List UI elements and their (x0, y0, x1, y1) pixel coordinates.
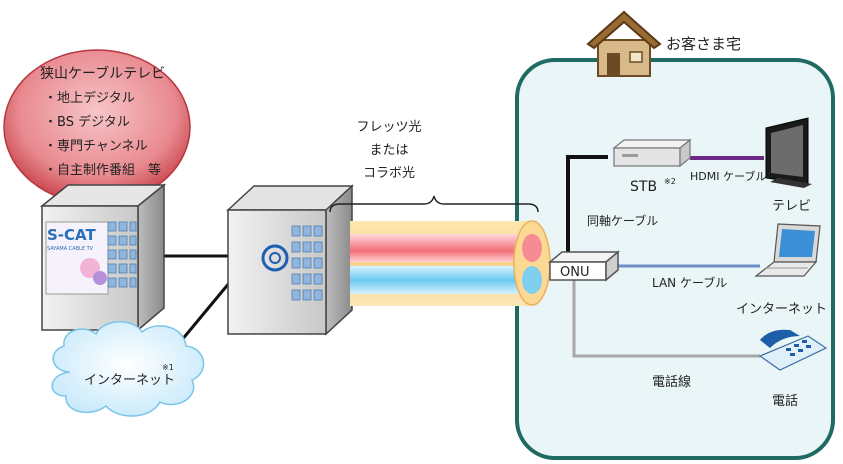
lan-label: LAN ケーブル (652, 275, 727, 290)
laptop-icon (754, 223, 821, 277)
fiber-tube (350, 220, 551, 306)
provider-item: ・専門チャンネル (44, 139, 148, 154)
provider-title: 狭山ケーブルテレビ (40, 65, 165, 82)
phone-icon (758, 329, 828, 371)
link-hub-internet (174, 281, 232, 348)
provider-item: ・自主制作番組 等 (44, 162, 161, 178)
provider-item: ・地上デジタル (44, 90, 135, 106)
house-icon (586, 10, 662, 77)
scat-logo-sub: SAYAMA CABLE TV (47, 246, 94, 252)
fiber-label-1: フレッツ光 (356, 120, 421, 135)
onu-icon (547, 250, 621, 282)
provider-item: ・BS デジタル (44, 114, 130, 130)
internet-cloud-icon (51, 321, 205, 417)
hub-building-icon (226, 184, 354, 336)
scat-building-icon (39, 183, 167, 332)
coax-cable (566, 155, 608, 254)
coax-label: 同軸ケーブル (587, 213, 658, 228)
phone-label: 電話 (772, 393, 798, 409)
hdmi-label: HDMI ケーブル (690, 169, 766, 183)
pc-label: インターネット (736, 302, 827, 317)
fiber-label-2: または (369, 143, 408, 158)
home-title: お客さま宅 (666, 35, 741, 53)
stb-icon (612, 138, 692, 168)
onu-label: ONU (560, 265, 589, 280)
internet-cloud-note: ※1 (162, 363, 174, 372)
internet-cloud-label: インターネット (84, 373, 175, 388)
phone-line-label: 電話線 (652, 374, 691, 390)
stb-label: STB (630, 179, 657, 195)
fiber-brace (329, 195, 539, 213)
phone-line (572, 280, 760, 358)
fiber-label-3: コラボ光 (363, 166, 415, 181)
tv-icon (765, 117, 812, 188)
scat-logo: S-CAT (47, 226, 96, 244)
stb-note: ※2 (664, 177, 676, 186)
tv-label: テレビ (772, 199, 811, 214)
